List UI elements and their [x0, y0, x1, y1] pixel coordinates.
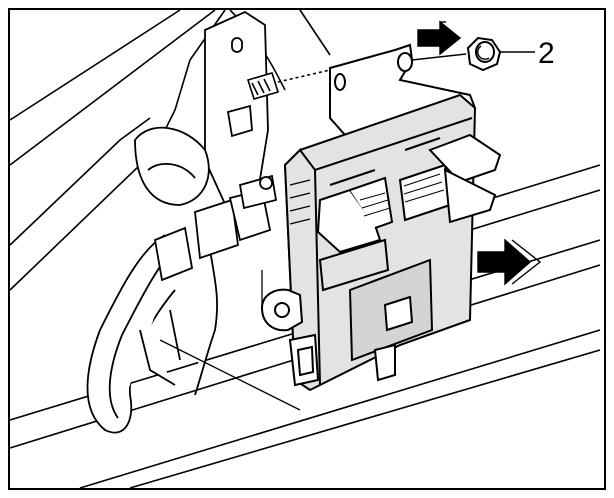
- callout-label: 2: [538, 37, 555, 70]
- arrow-icon: [417, 20, 462, 56]
- wiring-harness: [86, 174, 278, 434]
- callout-2: 2: [500, 37, 555, 70]
- arrow-icon: [477, 238, 542, 286]
- mounting-stud: [246, 69, 331, 100]
- control-module: [260, 43, 502, 392]
- nut-icon: [411, 36, 502, 72]
- mounting-pillar: [134, 10, 269, 217]
